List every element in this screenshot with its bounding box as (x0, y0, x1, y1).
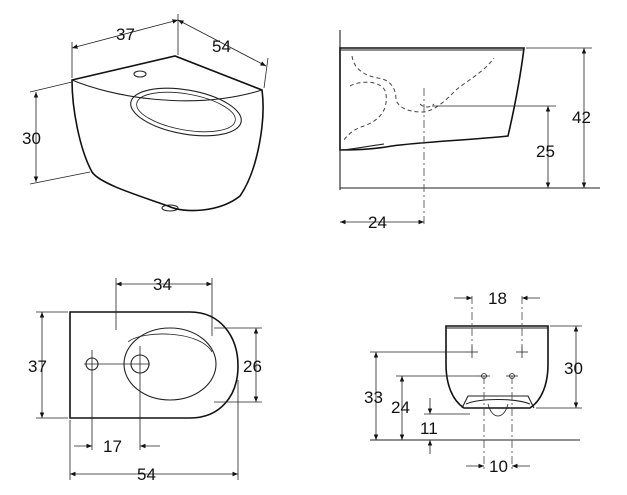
iso-tap-hole (133, 70, 147, 78)
side-body-outline (339, 47, 525, 151)
top-dim-26: 26 (243, 357, 262, 376)
rear-dim-11: 11 (420, 419, 438, 438)
top-dim-54: 54 (137, 465, 156, 484)
side-dim-25: 25 (536, 142, 555, 161)
rear-dim-18: 18 (488, 289, 507, 308)
top-dim-17: 17 (103, 437, 122, 456)
iso-dim-37: 37 (116, 25, 135, 44)
iso-body-outline (71, 55, 264, 212)
iso-bowl-opening (130, 87, 242, 137)
isometric-view: 37 54 30 (22, 14, 269, 212)
iso-dim-30: 30 (22, 129, 41, 148)
side-dim-42: 42 (572, 108, 591, 127)
rear-view: 18 30 33 24 11 10 (364, 289, 583, 476)
rear-body-outline (445, 325, 549, 409)
top-body-outline (69, 311, 239, 419)
top-dim-37: 37 (28, 357, 47, 376)
rear-dim-33: 33 (364, 388, 383, 407)
rear-dim-10: 10 (489, 457, 508, 476)
side-dim-24: 24 (368, 213, 387, 232)
top-view: 34 37 26 17 54 (28, 275, 262, 484)
side-view: 42 25 24 (339, 30, 600, 232)
iso-dim-54-line (177, 19, 267, 67)
iso-dim-37-line (71, 19, 179, 49)
rear-dim-24: 24 (391, 398, 410, 417)
rear-dim-30: 30 (564, 359, 583, 378)
iso-dim-54: 54 (212, 37, 231, 56)
top-dim-34: 34 (153, 275, 172, 294)
